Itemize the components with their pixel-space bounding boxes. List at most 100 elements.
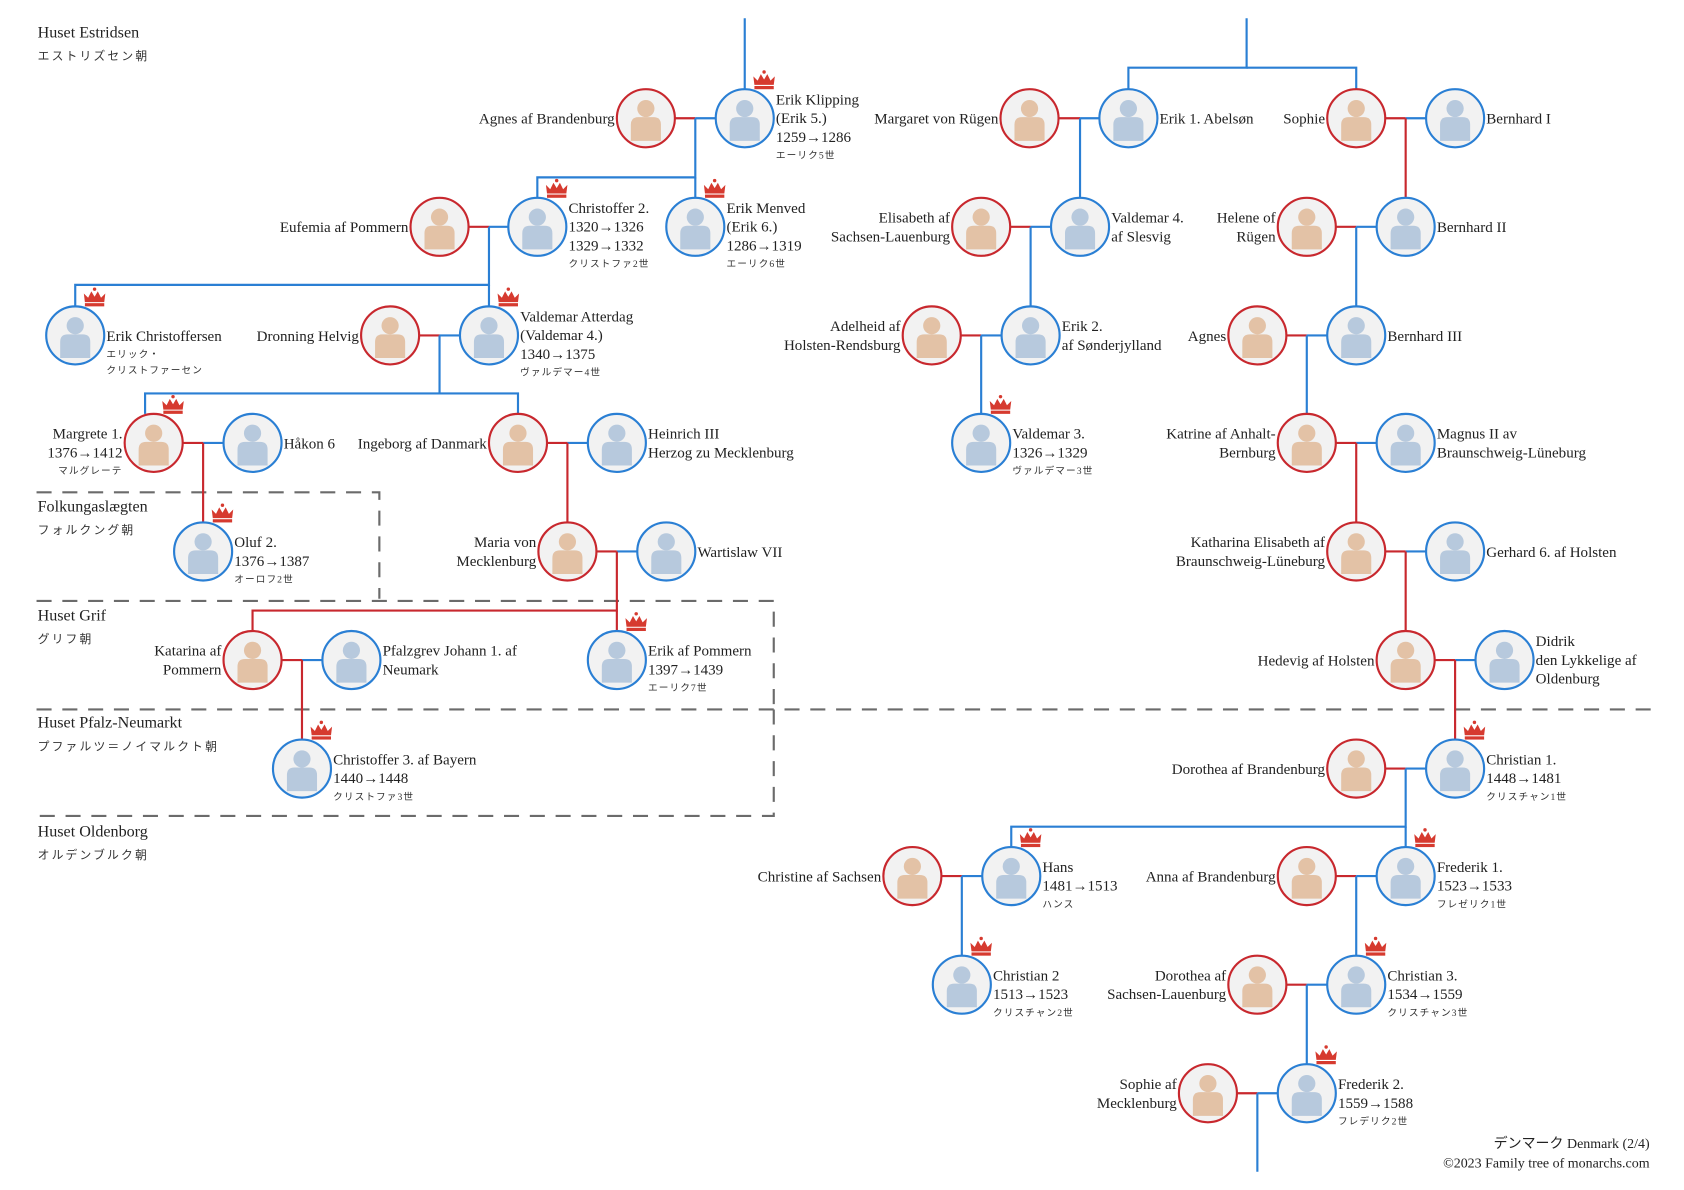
female-avatar-icon [1341,750,1372,792]
person-node[interactable]: Bernhard III [1326,305,1462,366]
person-detail: Rügen [1236,229,1276,245]
connection-line [1010,768,1407,848]
person-node[interactable]: Agnes [1188,305,1288,366]
person-node[interactable]: Bernhard I [1425,88,1551,149]
male-avatar-icon [729,99,760,141]
crown-icon [1414,828,1436,848]
crown-icon [310,720,333,740]
person-detail: Sachsen-Lauenburg [1107,987,1227,1003]
person-node[interactable]: Hedevig af Holsten [1258,629,1436,691]
person-node[interactable]: Katharina Elisabeth afBraunschweig-Lüneb… [1176,521,1387,582]
person-detail: 1340→1375 [520,347,595,363]
person-node[interactable]: Dorothea af Brandenburg [1172,738,1387,799]
person-name: Magnus II av [1437,427,1518,443]
crown-icon [625,612,647,632]
person-name: Valdemar 4. [1111,211,1184,227]
person-node[interactable]: Wartislaw VII [636,521,782,582]
house-name: Huset Estridsen [38,25,140,42]
female-avatar-icon [1242,966,1273,1008]
person-name: Frederik 2. [1338,1077,1404,1093]
person-name-jp: エーリク6世 [726,258,786,270]
male-avatar-icon [1113,99,1144,141]
connections [74,18,1476,1172]
person-name: Agnes af Brandenburg [479,112,615,128]
crown-icon [211,503,234,523]
person-detail: 1329→1332 [568,238,643,254]
person-node[interactable]: Eufemia af Pommern [280,196,470,257]
person-node[interactable]: Bernhard II [1375,196,1507,257]
female-avatar-icon [897,857,928,899]
person-node[interactable]: Ingeborg af Danmark [358,412,549,473]
people: Agnes af Brandenburg Erik Klipping(Erik 5… [45,70,1637,1127]
person-node[interactable]: Christoffer 3. af Bayern1440→1448クリストファ3… [271,720,477,803]
house-name-jp: エストリズセン朝 [38,49,150,63]
female-avatar-icon [552,533,583,575]
crown-icon [83,287,106,307]
male-avatar-icon [1440,750,1471,792]
person-name: Sophie af [1120,1077,1177,1093]
person-node[interactable]: Dronning Helvig [257,305,421,366]
male-avatar-icon [1015,317,1046,358]
person-node[interactable]: Anna af Brandenburg [1146,846,1337,907]
person-node[interactable]: Valdemar Atterdag(Valdemar 4.)1340→1375ヴ… [458,287,634,379]
person-name: Agnes [1188,329,1227,345]
person-node[interactable]: Erik 1. Abelsøn [1098,88,1254,149]
person-name: Erik 2. [1062,319,1103,335]
person-node[interactable]: Christine af Sachsen [758,846,943,907]
person-name-jp: ヴァルデマー4世 [520,367,601,379]
male-avatar-icon [601,641,632,683]
male-avatar-icon [1064,208,1096,250]
person-name-jp: クリストファ2世 [568,258,649,270]
person-node[interactable]: Håkon 6 [222,412,336,473]
male-avatar-icon [1489,641,1520,683]
female-avatar-icon [1014,99,1045,141]
person-node[interactable]: Valdemar 4.af Slesvig [1049,196,1184,257]
person-name: Erik 1. Abelsøn [1160,112,1254,128]
person-detail: 1440→1448 [333,771,408,787]
person-node[interactable]: Katrine af Anhalt-Bernburg [1166,412,1337,473]
person-name-jp: クリストファーセン [106,366,203,377]
male-avatar-icon [996,857,1027,899]
dynasty-separators [36,491,1655,817]
person-node[interactable]: Gerhard 6. af Holsten [1425,521,1617,582]
person-node[interactable]: Sophie [1283,88,1387,149]
person-detail: 1376→1412 [47,445,122,461]
connection-line [439,392,520,414]
person-node[interactable]: Erik 2.af Sønderjylland [1000,305,1162,366]
crown-icon [970,936,992,956]
person-node[interactable]: Agnes af Brandenburg [479,88,676,149]
person-name: Ingeborg af Danmark [358,436,488,452]
person-node[interactable]: Margaret von Rügen [874,88,1060,149]
person-detail: Mecklenburg [456,554,536,570]
person-name: Katrine af Anhalt- [1166,427,1275,443]
crown-icon [989,394,1012,414]
crown-icon [545,178,568,198]
person-name-jp: ヴァルデマー3世 [1012,465,1093,477]
